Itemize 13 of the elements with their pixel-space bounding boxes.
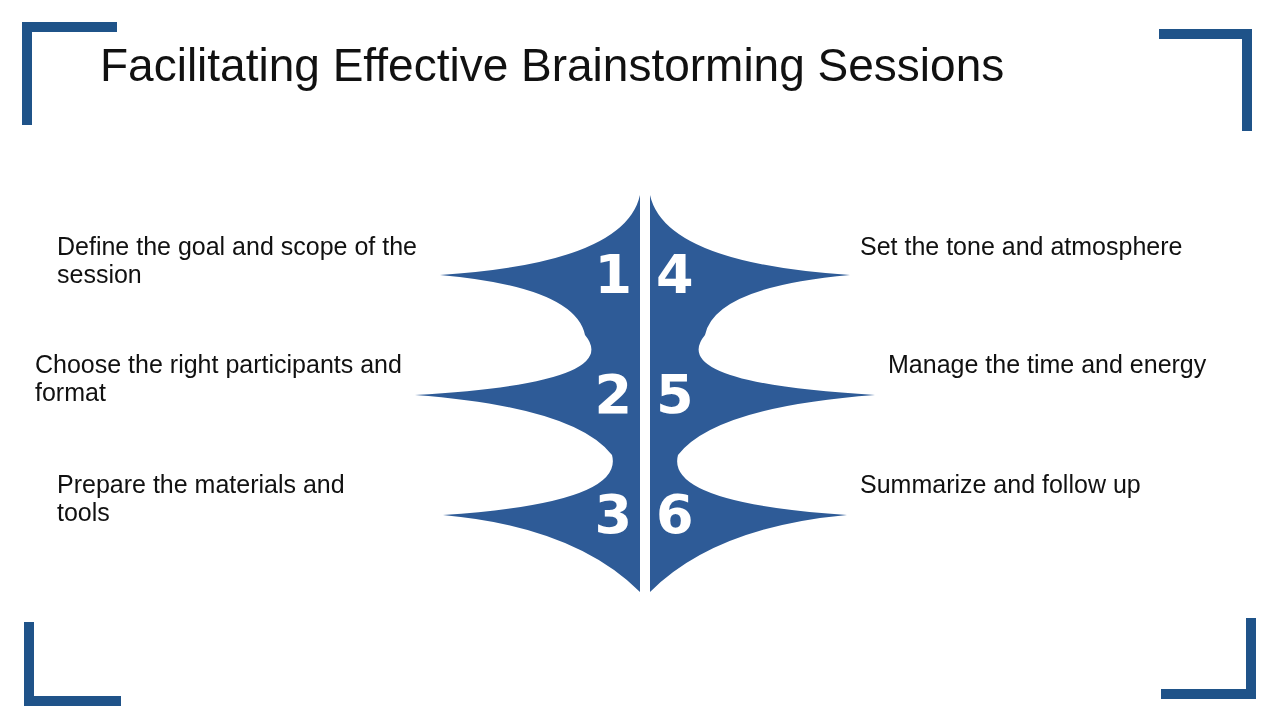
step-number: 4 [656, 248, 694, 302]
step-description: Manage the time and energy [888, 350, 1208, 378]
step-number: 2 [594, 368, 632, 422]
step-description: Define the goal and scope of the session [57, 232, 418, 288]
title: Facilitating Effective Brainstorming Sessions [100, 38, 1005, 92]
step-number: 6 [656, 488, 694, 542]
step-number: 5 [656, 368, 694, 422]
step-description: Choose the right participants and format [35, 350, 403, 406]
step-description: Prepare the materials and tools [57, 470, 346, 526]
step-description: Set the tone and atmosphere [860, 232, 1184, 260]
step-number: 1 [594, 248, 632, 302]
step-description: Summarize and follow up [860, 470, 1142, 498]
step-number: 3 [594, 488, 632, 542]
